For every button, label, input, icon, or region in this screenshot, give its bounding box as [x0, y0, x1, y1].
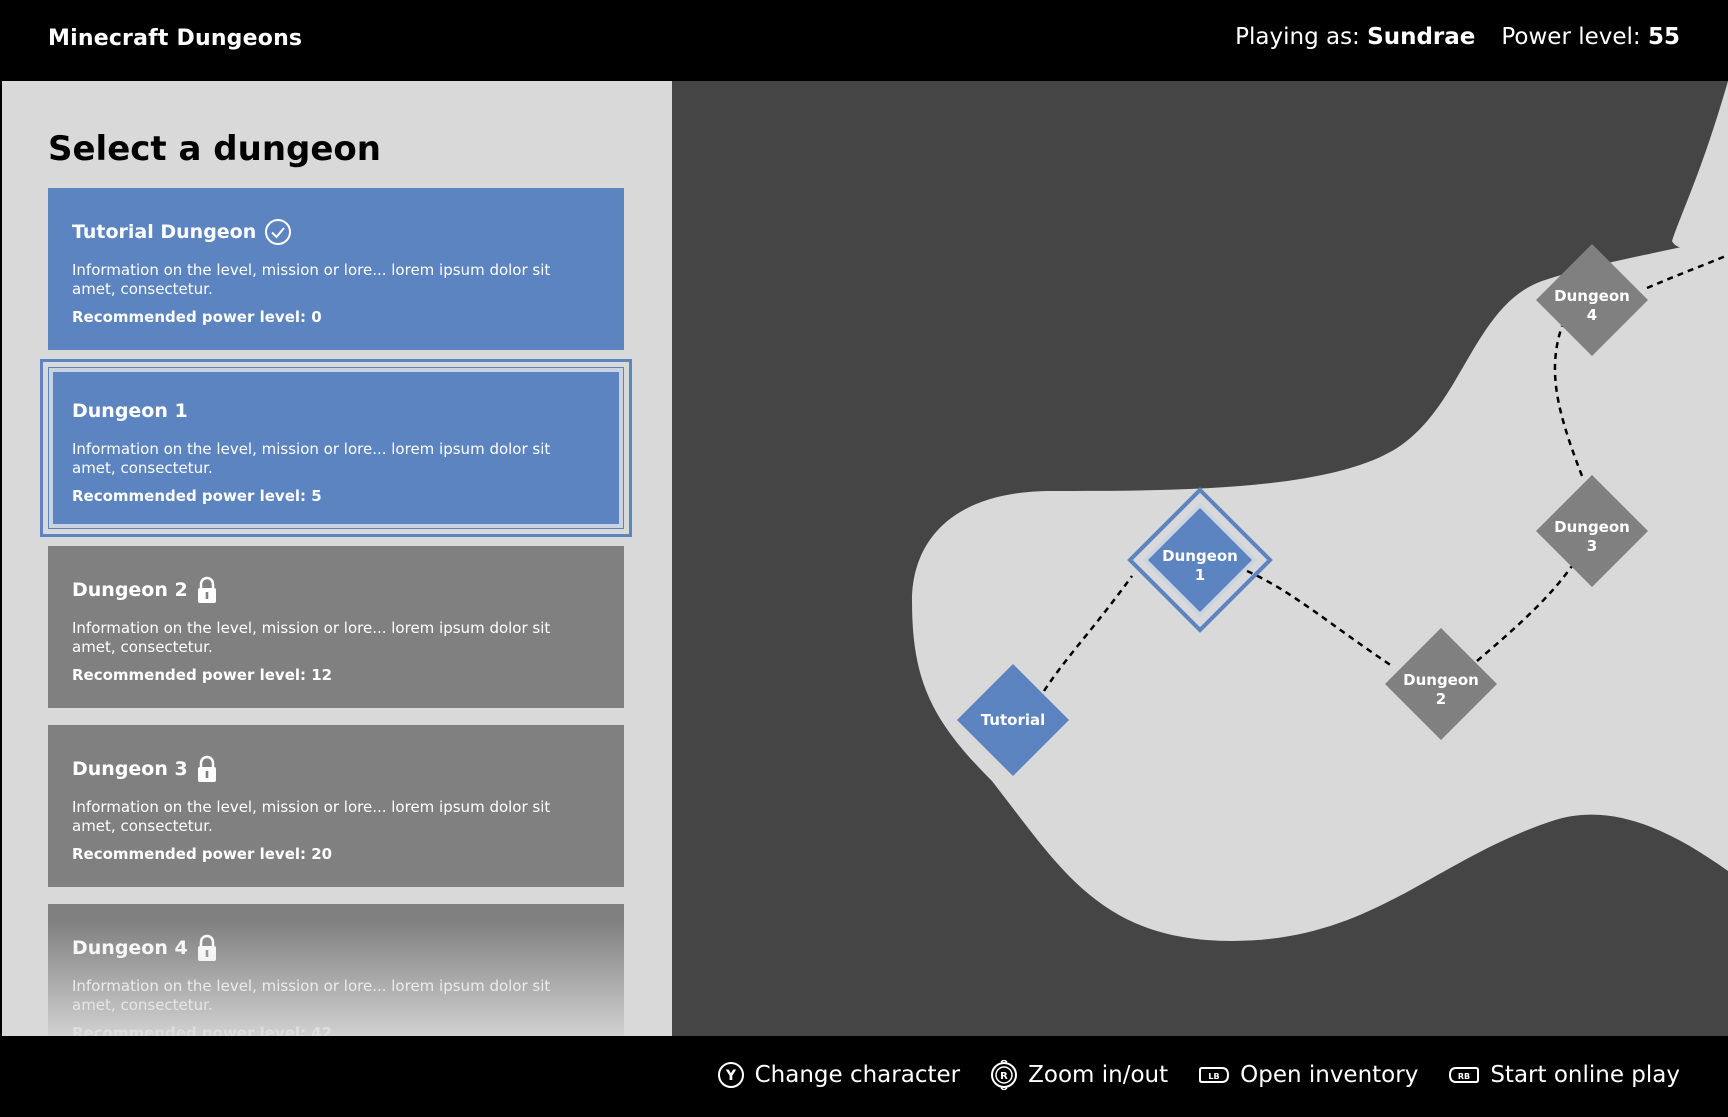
dungeon-select-panel: Select a dungeon Tutorial Dungeon Inform… [2, 81, 672, 1036]
app-title: Minecraft Dungeons [48, 26, 303, 51]
map-node-label: Dungeon [1554, 287, 1630, 305]
dungeon-card-tutorial[interactable]: Tutorial Dungeon Information on the leve… [48, 188, 624, 350]
map-node-dungeon-2[interactable]: Dungeon 2 [1385, 628, 1497, 740]
button-glyph: RB [1458, 1072, 1470, 1081]
start-online-play-hint[interactable]: RB Start online play [1448, 1062, 1680, 1088]
card-description: Information on the level, mission or lor… [72, 261, 551, 298]
top-bar: Minecraft Dungeons Playing as: Sundrae P… [0, 0, 1728, 81]
y-button-icon: Y [717, 1062, 744, 1088]
hint-label: Zoom in/out [1028, 1062, 1169, 1088]
card-title-row: Dungeon 3 [72, 755, 600, 783]
card-title: Dungeon 3 [72, 758, 188, 780]
map-land [912, 236, 1728, 941]
map-path [1246, 569, 1393, 668]
map-node-label: 2 [1436, 690, 1446, 708]
power-level-label: Power level: [1501, 24, 1641, 50]
card-recommended-power: Recommended power level: 42 [72, 1024, 333, 1036]
card-description: Information on the level, mission or lor… [72, 798, 551, 835]
controller-hints: Y Change character R Zoom in/out LB Open… [717, 1060, 1680, 1090]
player-name: Sundrae [1367, 24, 1476, 50]
rb-button-icon: RB [1449, 1067, 1480, 1083]
lock-icon [197, 576, 216, 603]
card-title: Dungeon 4 [72, 937, 188, 959]
map-node-label: Tutorial [981, 711, 1046, 729]
check-circle-icon [265, 219, 292, 245]
map-path [1646, 253, 1728, 290]
right-stick-icon: R [991, 1060, 1018, 1090]
open-inventory-hint[interactable]: LB Open inventory [1198, 1062, 1418, 1088]
card-description: Information on the level, mission or lor… [72, 619, 551, 656]
hint-label: Change character [754, 1062, 961, 1088]
button-glyph: LB [1209, 1072, 1220, 1081]
card-title: Dungeon 2 [72, 579, 188, 601]
button-glyph: R [1000, 1071, 1008, 1082]
power-level-value: 55 [1647, 24, 1680, 50]
dungeon-card-1[interactable]: Dungeon 1 Information on the level, miss… [40, 359, 632, 537]
playing-as: Playing as: Sundrae [1235, 24, 1475, 50]
change-character-hint[interactable]: Y Change character [717, 1061, 961, 1089]
card-description: Information on the level, mission or lor… [72, 440, 551, 477]
dungeon-card-2[interactable]: Dungeon 2 Information on the level, miss… [48, 546, 624, 708]
card-title-row: Dungeon 1 [72, 397, 600, 425]
bottom-bar: Y Change character R Zoom in/out LB Open… [0, 1036, 1728, 1117]
card-title: Tutorial Dungeon [72, 221, 257, 243]
lock-icon [197, 934, 216, 961]
map-path [1553, 325, 1584, 477]
map-node-label: Dungeon [1403, 671, 1479, 689]
card-title-row: Dungeon 4 [72, 934, 600, 962]
card-recommended-power: Recommended power level: 0 [72, 308, 322, 326]
zoom-hint[interactable]: R Zoom in/out [990, 1060, 1168, 1090]
hint-label: Start online play [1490, 1062, 1680, 1088]
map-node-label: 3 [1587, 537, 1597, 555]
button-glyph: Y [725, 1068, 737, 1084]
player-info: Playing as: Sundrae Power level: 55 [1235, 24, 1680, 50]
power-level: Power level: 55 [1501, 24, 1680, 50]
lock-icon [197, 755, 216, 782]
map-node-label: 4 [1587, 306, 1597, 324]
panel-title: Select a dungeon [48, 129, 381, 169]
card-description: Information on the level, mission or lor… [72, 977, 551, 1014]
map-land-edge [1672, 81, 1728, 248]
card-title-row: Dungeon 2 [72, 576, 600, 604]
dungeon-card-3[interactable]: Dungeon 3 Information on the level, miss… [48, 725, 624, 887]
map-canvas: Tutorial Dungeon 1 Dungeon 2 Dungeon 3 D… [912, 81, 1728, 941]
map-node-label: Dungeon [1162, 547, 1238, 565]
map-node-dungeon-1[interactable]: Dungeon 1 [1127, 487, 1273, 633]
card-recommended-power: Recommended power level: 12 [72, 666, 333, 684]
map-path [1476, 565, 1574, 662]
map-node-label: 1 [1195, 566, 1205, 584]
card-recommended-power: Recommended power level: 5 [72, 487, 322, 505]
dungeon-card-4[interactable]: Dungeon 4 Information on the level, miss… [48, 904, 624, 1036]
card-title-row: Tutorial Dungeon [72, 218, 600, 246]
hint-label: Open inventory [1240, 1062, 1419, 1088]
card-recommended-power: Recommended power level: 20 [72, 845, 333, 863]
map-node-dungeon-4[interactable]: Dungeon 4 [1536, 244, 1648, 356]
playing-as-label: Playing as: [1235, 24, 1360, 50]
map-path [1042, 575, 1134, 692]
dungeon-map[interactable]: Tutorial Dungeon 1 Dungeon 2 Dungeon 3 D… [672, 81, 1728, 1036]
card-title: Dungeon 1 [72, 400, 188, 422]
lb-button-icon: LB [1199, 1067, 1230, 1083]
map-node-tutorial[interactable]: Tutorial [957, 664, 1069, 776]
map-node-dungeon-3[interactable]: Dungeon 3 [1536, 475, 1648, 587]
map-node-label: Dungeon [1554, 518, 1630, 536]
